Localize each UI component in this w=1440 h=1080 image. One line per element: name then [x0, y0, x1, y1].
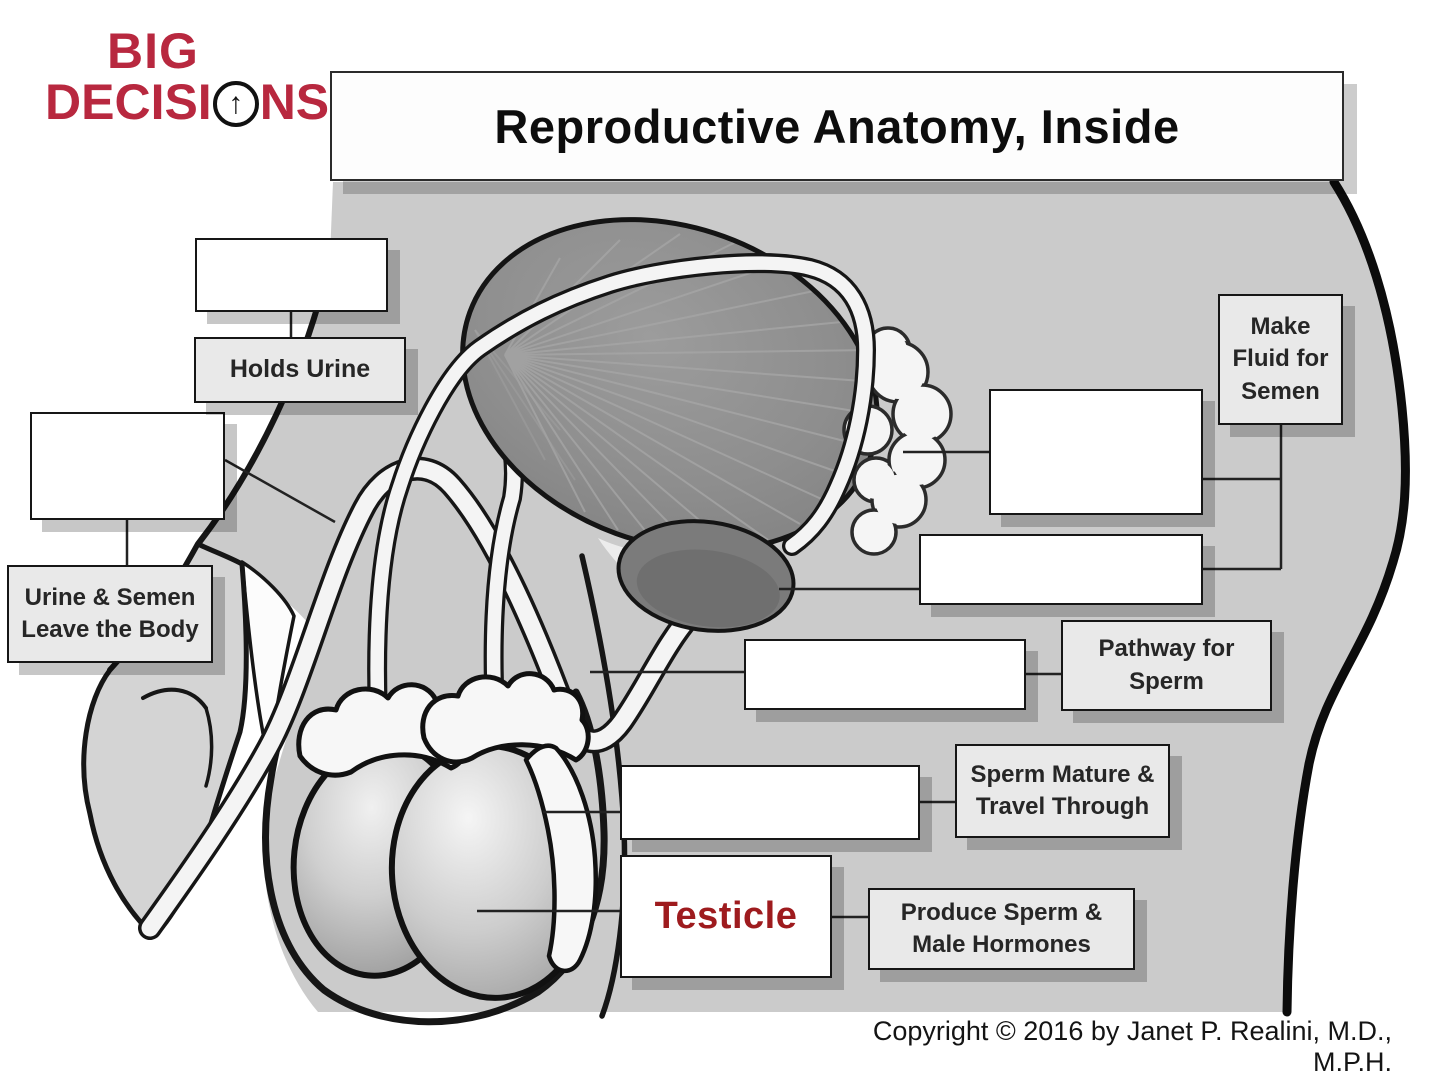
logo-line-decisions: DECISI↑NS: [45, 74, 330, 130]
vas-deferens-front-tube: [367, 253, 877, 765]
connector-lines: [125, 312, 1283, 919]
label-produce-sperm-hormones: Produce Sperm & Male Hormones: [868, 888, 1135, 970]
answer-box-vas-deferens[interactable]: [744, 639, 1026, 710]
big-decisions-logo: BIG DECISI↑NS: [45, 26, 329, 127]
label-urine-semen-leave-body: Urine & Semen Leave the Body: [7, 565, 213, 663]
page-title: Reproductive Anatomy, Inside: [330, 71, 1344, 181]
label-holds-urine: Holds Urine: [194, 337, 406, 403]
copyright-text: Copyright © 2016 by Janet P. Realini, M.…: [872, 1016, 1392, 1077]
seminal-vesicle-shape: [842, 326, 953, 556]
answer-box-bladder[interactable]: [195, 238, 388, 312]
answer-box-prostate[interactable]: [919, 534, 1203, 605]
logo-up-arrow-icon: ↑: [212, 81, 259, 127]
corona-line: [141, 687, 208, 710]
epididymis-shape: [296, 671, 599, 973]
answer-box-seminal-vesicle[interactable]: [989, 389, 1203, 515]
label-make-fluid-for-semen: Make Fluid for Semen: [1218, 294, 1343, 425]
body-contour-line: [1282, 177, 1410, 1017]
logo-line-big: BIG: [107, 23, 199, 79]
label-pathway-for-sperm: Pathway for Sperm: [1061, 620, 1272, 711]
prostate-shape: [616, 519, 796, 633]
testicle-answer-text: Testicle: [654, 895, 798, 937]
answer-box-epididymis[interactable]: [620, 765, 920, 840]
answer-box-testicle[interactable]: Testicle: [620, 855, 832, 978]
urethra-tube: [138, 456, 702, 940]
label-sperm-mature-travel: Sperm Mature & Travel Through: [955, 744, 1170, 838]
answer-box-urethra[interactable]: [30, 412, 225, 520]
